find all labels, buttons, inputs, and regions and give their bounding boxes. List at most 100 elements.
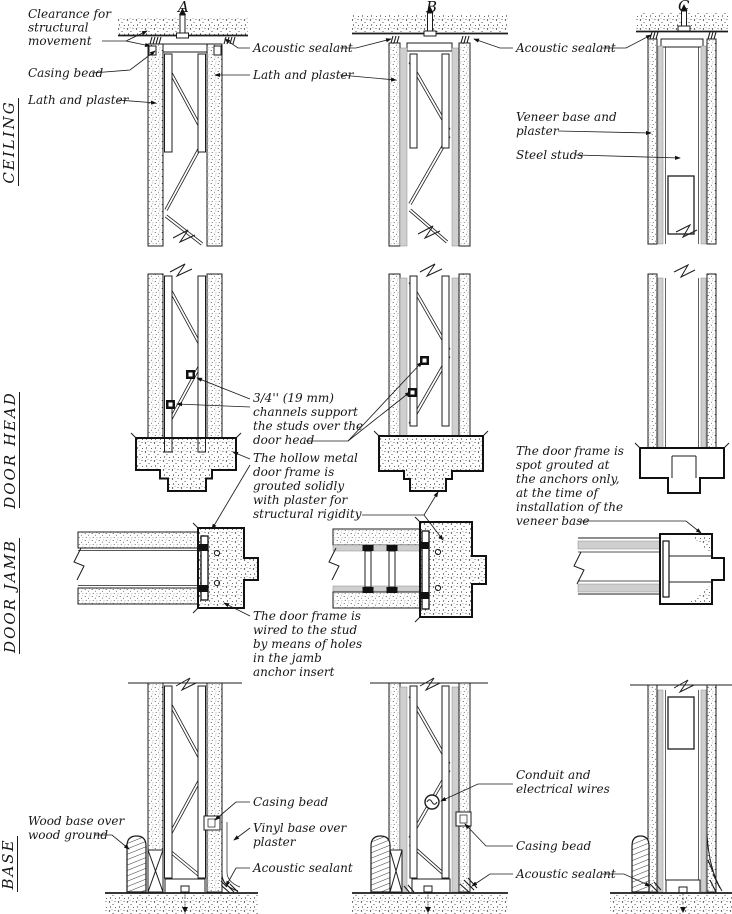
plaster-band-top	[332, 528, 421, 546]
steel-stud	[197, 685, 206, 879]
lath-band-left	[399, 277, 408, 437]
steel-stud	[441, 275, 450, 427]
door-frame-jamb	[197, 527, 259, 609]
steel-stud	[409, 53, 418, 149]
row-label-door-jamb: DOOR JAMB	[1, 539, 19, 654]
lath-plaster-label-b: Lath and plaster	[252, 68, 355, 82]
jamb-anchor	[198, 585, 208, 592]
wood-base	[126, 835, 147, 893]
svg-text:spot grouted at: spot grouted at	[516, 458, 610, 472]
steel-studs-label: Steel studs	[516, 148, 583, 162]
plaster-band-left	[647, 684, 658, 893]
door-jamb-detail-b	[328, 516, 487, 623]
lath-band-right	[451, 686, 460, 893]
lath-plaster-label-a: Lath and plaster	[27, 93, 130, 107]
plaster-band-right	[206, 682, 223, 893]
plaster-band-right	[706, 273, 717, 449]
plaster-band-top	[77, 531, 199, 549]
conduit-wires	[426, 799, 438, 805]
acoustic-sealant-blob	[220, 880, 239, 894]
svg-text:movement: movement	[28, 34, 92, 48]
stud-section	[364, 550, 372, 588]
lath-band-top	[332, 544, 421, 552]
plaster-band-right	[458, 273, 471, 437]
veneer-base-right	[700, 45, 707, 245]
door-frame-jamb	[419, 521, 487, 618]
casing-bead-detail	[148, 45, 157, 56]
vinyl-base-label: Vinyl base over	[253, 821, 347, 835]
ceiling-labels: Clearance for structural movement Casing…	[27, 7, 681, 162]
veneer-base-left	[657, 45, 664, 245]
jamb-anchor	[419, 592, 429, 599]
row-label-base: BASE	[0, 838, 17, 890]
break-mark	[673, 263, 696, 279]
sealant-wedges	[390, 35, 470, 44]
svg-text:anchor insert: anchor insert	[253, 665, 335, 679]
door-frame-head	[135, 437, 237, 492]
plaster-band-left	[147, 273, 164, 439]
ceiling-runner	[660, 38, 704, 48]
steel-stud	[409, 685, 418, 879]
break-mark	[172, 229, 196, 244]
steel-stud	[164, 685, 173, 879]
steel-stud	[441, 685, 450, 879]
anchor-hole	[434, 548, 442, 556]
jamb-anchor	[198, 544, 208, 551]
acoustic-sealant-label-bc: Acoustic sealant	[515, 41, 616, 55]
svg-text:wired to the stud: wired to the stud	[253, 623, 357, 637]
base-detail-c	[610, 679, 732, 914]
acoustic-sealant-label-b: Acoustic sealant	[515, 867, 616, 881]
veneer-base-label: Veneer base and	[516, 110, 617, 124]
casing-bead-label-b: Casing bead	[516, 839, 591, 853]
svg-text:veneer base: veneer base	[516, 514, 589, 528]
casing-bead-label: Casing bead	[28, 66, 103, 80]
veneer-base-right	[700, 277, 707, 449]
door-frame-jamb	[659, 533, 725, 605]
anchor-hole	[213, 579, 221, 587]
frame-channel	[421, 530, 430, 610]
casing-bead-detail	[455, 811, 472, 827]
plaster-band-right	[206, 43, 223, 247]
svg-text:wood ground: wood ground	[28, 828, 108, 842]
ceiling-detail-c	[636, 4, 728, 245]
plaster-band-bottom	[332, 591, 421, 609]
wall-box	[667, 175, 695, 235]
frame-throat	[671, 455, 697, 478]
break-mark	[175, 677, 197, 692]
floor-runner	[411, 878, 451, 892]
veneer-band-top	[577, 540, 661, 550]
veneer-band-bottom	[577, 583, 661, 593]
break-mark	[417, 225, 441, 240]
plaster-band-right	[706, 684, 717, 893]
svg-text:electrical wires: electrical wires	[516, 782, 610, 796]
svg-text:structural rigidity: structural rigidity	[253, 507, 362, 521]
door-frame-head	[378, 435, 484, 492]
spot-grout-note: The door frame is	[516, 444, 624, 458]
svg-text:grouted solidly: grouted solidly	[253, 479, 344, 493]
ceiling-detail-b	[352, 6, 508, 247]
stud-section	[388, 550, 396, 588]
break-mark	[169, 263, 193, 278]
row-labels: CEILING DOOR HEAD DOOR JAMB BASE	[0, 98, 20, 892]
acoustic-sealant-label-ab: Acoustic sealant	[252, 41, 353, 55]
svg-text:by means of holes: by means of holes	[253, 637, 362, 651]
hanger-bolt	[677, 4, 691, 32]
grout-note: The hollow metal	[253, 451, 358, 465]
sealant-wedges	[649, 31, 717, 40]
plaster-band-left	[147, 43, 164, 247]
plaster-band-right	[706, 38, 717, 245]
channel-clip	[186, 370, 195, 379]
channel-clip	[420, 356, 429, 365]
plaster-band-left	[388, 273, 401, 437]
wood-base	[631, 835, 650, 893]
plaster-band-left	[647, 38, 658, 245]
door-head-labels: 3/4'' (19 mm) channels support the studs…	[176, 361, 702, 541]
clearance-label: Clearance for	[28, 7, 112, 21]
plaster-band-bottom	[77, 587, 199, 605]
break-mark	[675, 223, 698, 239]
base-detail-b	[352, 677, 508, 914]
door-jamb-detail-c	[573, 533, 725, 605]
spot-grout	[690, 586, 710, 602]
hanger-bolt	[176, 8, 189, 39]
break-mark	[419, 677, 441, 692]
